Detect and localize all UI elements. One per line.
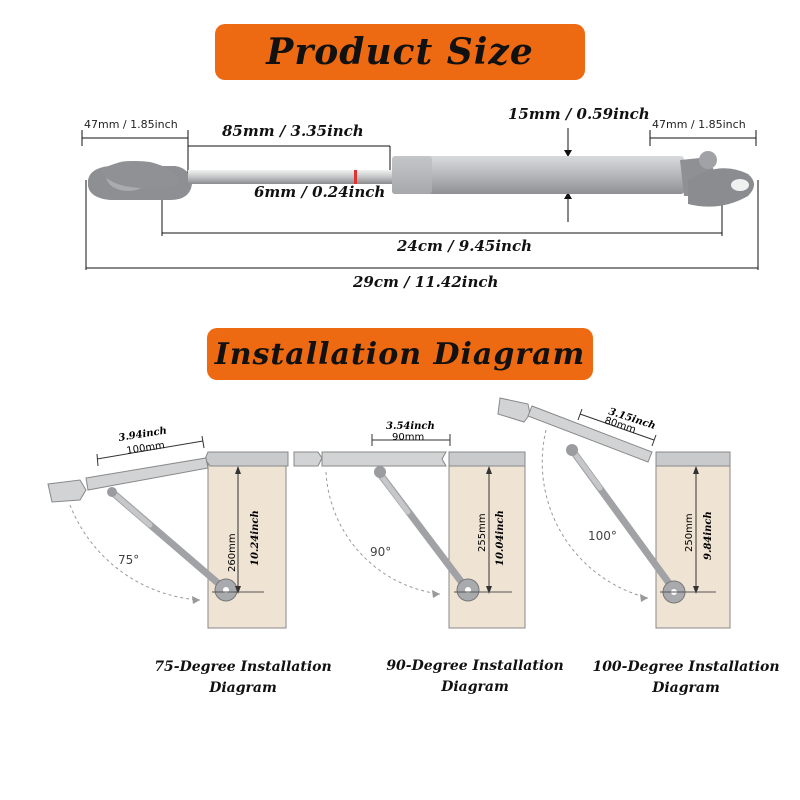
height-mm-75: 260mm [227, 533, 238, 572]
caption-90: 90-Degree Installation Diagram [380, 656, 570, 698]
caption-100-line1: 100-Degree Installation [592, 659, 780, 675]
caption-90-line1: 90-Degree Installation [386, 658, 564, 674]
rod-marker [354, 170, 357, 184]
dim-total-length-label: 29cm / 11.42inch [353, 273, 499, 291]
height-mm-100: 250mm [684, 513, 695, 552]
lid-75 [85, 457, 209, 491]
dim-end-right-label: 47mm / 1.85inch [652, 118, 746, 131]
dim-cylinder-diameter-label: 15mm / 0.59inch [508, 105, 650, 123]
cabinet-side-75 [207, 461, 287, 629]
width-mm-75: 100mm [126, 440, 166, 457]
product-size-banner: Product Size [215, 24, 585, 80]
height-inch-75: 10.24inch [250, 510, 261, 566]
caption-75: 75-Degree Installation Diagram [148, 657, 338, 699]
caption-100: 100-Degree Installation Diagram [588, 657, 784, 699]
caption-75-line1: 75-Degree Installation [154, 659, 332, 675]
cabinet-side-90 [448, 461, 526, 629]
installation-diagrams: 75° 3.94inch 100mm 260mm 10.24inch 90° 3… [47, 397, 731, 629]
diagram-75 [47, 435, 289, 629]
caption-75-line2: Diagram [209, 680, 277, 696]
piston-rod [188, 170, 393, 184]
caption-100-line2: Diagram [652, 680, 720, 696]
installation-banner: Installation Diagram [207, 328, 593, 380]
dim-rod-diameter-label: 6mm / 0.24inch [254, 183, 386, 201]
left-mount-bracket [88, 161, 192, 200]
dim-end-left-label: 47mm / 1.85inch [84, 118, 178, 131]
cabinet-top-100 [655, 451, 731, 467]
lid-100 [527, 405, 653, 463]
height-inch-100: 9.84inch [703, 511, 714, 560]
product-size-title: Product Size [266, 31, 534, 73]
caption-90-line2: Diagram [441, 679, 509, 695]
diagram-90 [293, 434, 526, 629]
width-inch-90: 3.54inch [386, 421, 435, 432]
lid-90 [321, 451, 447, 467]
installation-title: Installation Diagram [214, 336, 586, 372]
cabinet-top-75 [204, 451, 289, 467]
height-mm-90: 255mm [477, 513, 488, 552]
diagram-100 [497, 397, 731, 629]
cabinet-top-90 [448, 451, 526, 467]
gas-strut-drawing [81, 128, 759, 270]
width-mm-90: 90mm [392, 432, 424, 443]
angle-label-90: 90° [370, 545, 391, 559]
right-mount-bracket [680, 151, 754, 207]
angle-label-100: 100° [588, 529, 617, 543]
dimension-lines [81, 128, 759, 270]
dim-center-length-label: 24cm / 9.45inch [397, 237, 532, 255]
height-inch-90: 10.04inch [495, 510, 506, 566]
angle-label-75: 75° [118, 553, 139, 567]
dim-rod-length-label: 85mm / 3.35inch [222, 122, 364, 140]
gas-cylinder [392, 156, 684, 194]
